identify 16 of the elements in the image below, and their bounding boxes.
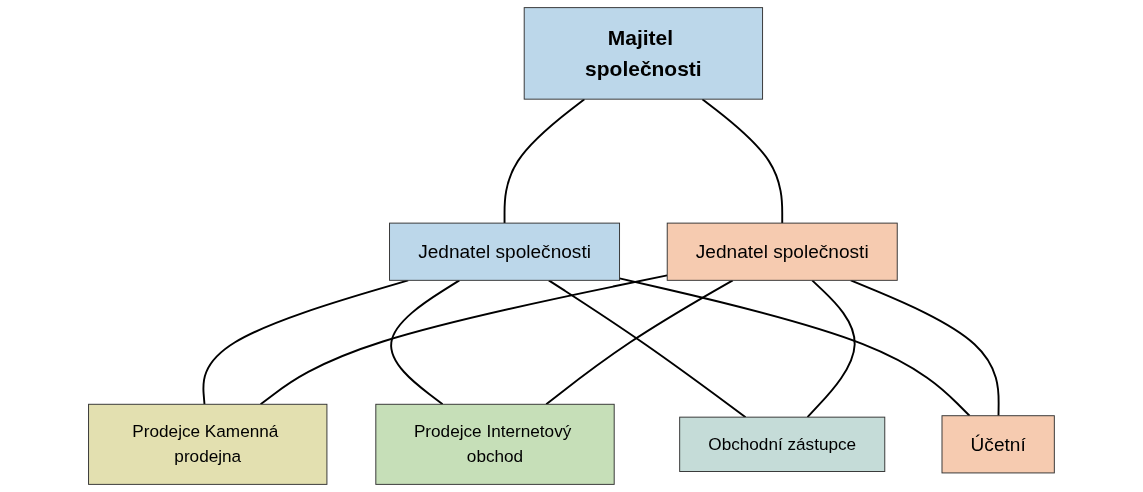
connector: [701, 98, 784, 225]
connector: [806, 279, 856, 419]
node-box: Účetní: [941, 415, 1055, 474]
node-box: Prodejce Internetový obchod: [375, 403, 615, 485]
node-box: Majitel společnosti: [523, 7, 764, 100]
connector: [390, 279, 461, 406]
connector: [545, 279, 734, 406]
connector: [547, 279, 747, 419]
node-box: Obchodní zástupce: [679, 416, 886, 472]
node-box: Prodejce Kamenná prodejna: [88, 403, 328, 485]
node-box: Jednatel společnosti: [389, 222, 621, 281]
connector: [618, 277, 971, 417]
node-box: Jednatel společnosti: [666, 222, 898, 281]
connector: [259, 274, 669, 406]
connector: [503, 98, 586, 225]
connector: [849, 279, 1000, 417]
